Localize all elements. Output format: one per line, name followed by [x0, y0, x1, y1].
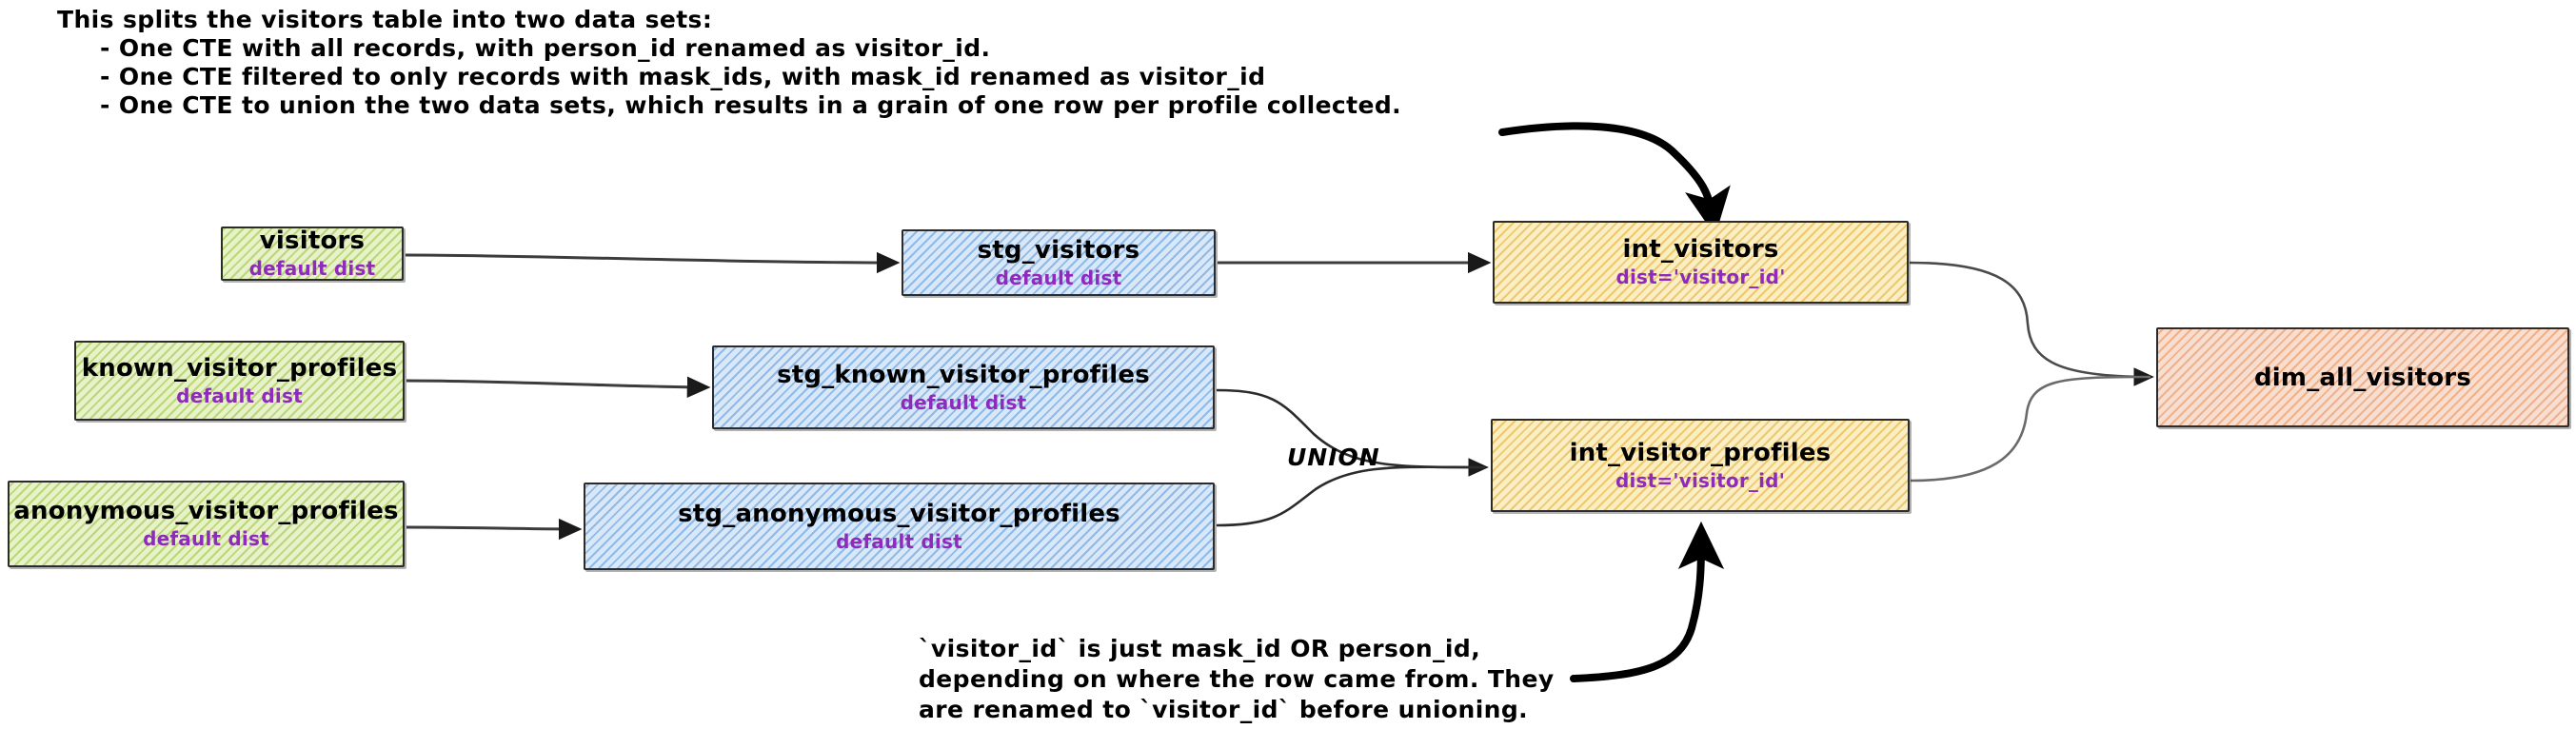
- edge-anonymous-to-stg-anonymous: [406, 518, 583, 541]
- node-dist-stg_anonymous_visitor_profiles: default dist: [836, 529, 962, 553]
- bottom-note-line-2: depending on where the row came from. Th…: [919, 665, 1555, 693]
- edge-stg-anonymous-to-int-visitor-profiles: [1216, 465, 1486, 527]
- edge-int-visitor-profiles-to-dim-all-visitors: [1910, 375, 2151, 483]
- node-name-int_visitors: int_visitors: [1622, 235, 1779, 264]
- header-note-line-2: - One CTE with all records, with person_…: [100, 34, 991, 62]
- header-annotation: This splits the visitors table into two …: [57, 6, 1401, 120]
- node-name-stg_visitors: stg_visitors: [977, 235, 1140, 265]
- node-dim_all_visitors[interactable]: dim_all_visitors: [2156, 327, 2569, 427]
- callout-arrow-header-to-int-visitors: [1498, 122, 1731, 236]
- node-dist-stg_known_visitor_profiles: default dist: [900, 390, 1027, 414]
- bottom-annotation: `visitor_id` is just mask_id OR person_i…: [919, 634, 1555, 725]
- node-dist-int_visitor_profiles: dist='visitor_id': [1615, 468, 1786, 492]
- bottom-note-line-1: `visitor_id` is just mask_id OR person_i…: [919, 635, 1481, 662]
- edge-visitors-to-stg-visitors: [405, 251, 901, 274]
- node-dist-visitors: default dist: [248, 257, 376, 280]
- header-note-line-1: This splits the visitors table into two …: [57, 6, 713, 33]
- node-dist-int_visitors: dist='visitor_id': [1615, 266, 1786, 288]
- edge-int-visitors-to-dim-all-visitors: [1909, 261, 2154, 386]
- header-note-line-3: - One CTE filtered to only records with …: [100, 63, 1266, 90]
- node-name-stg_known_visitor_profiles: stg_known_visitor_profiles: [777, 360, 1150, 389]
- bottom-note-line-3: are renamed to `visitor_id` before union…: [919, 696, 1529, 723]
- header-note-line-4: - One CTE to union the two data sets, wh…: [100, 91, 1402, 119]
- node-dist-anonymous_visitor_profiles: default dist: [143, 527, 269, 550]
- node-name-stg_anonymous_visitor_profiles: stg_anonymous_visitor_profiles: [678, 499, 1120, 528]
- callout-arrow-bottom-to-int-visitor-profiles: [1570, 521, 1725, 682]
- node-name-visitors: visitors: [259, 227, 366, 255]
- edge-known-to-stg-known: [406, 376, 711, 399]
- edge-label-union: UNION: [1287, 443, 1380, 471]
- node-dist-stg_visitors: default dist: [995, 266, 1122, 289]
- node-name-int_visitor_profiles: int_visitor_profiles: [1569, 438, 1832, 467]
- node-name-dim_all_visitors: dim_all_visitors: [2253, 363, 2472, 392]
- node-name-anonymous_visitor_profiles: anonymous_visitor_profiles: [13, 497, 399, 525]
- node-dist-known_visitor_profiles: default dist: [176, 384, 303, 407]
- node-name-known_visitor_profiles: known_visitor_profiles: [81, 353, 398, 383]
